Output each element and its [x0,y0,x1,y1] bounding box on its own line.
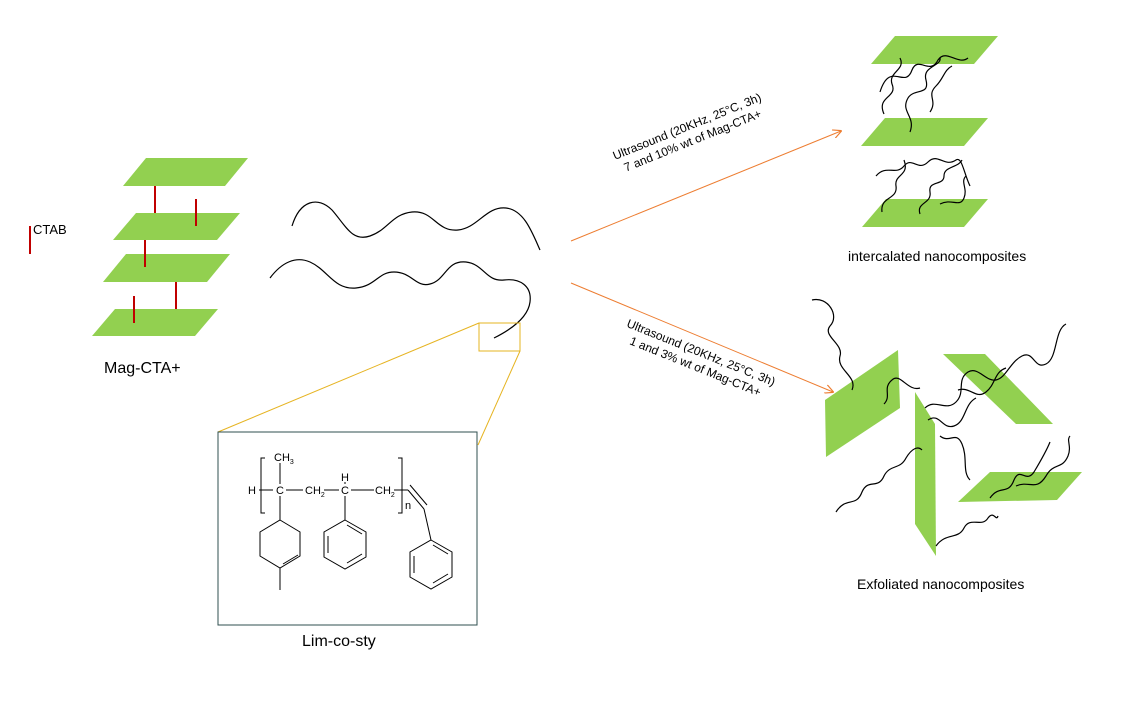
exfoliated-chain [835,447,923,513]
intercalated-chain [939,175,967,205]
clay-sheet [113,213,240,240]
ctab-label: CTAB [33,222,67,237]
zoom-guide-line [217,322,480,433]
polymer-chain [291,201,541,251]
clay-sheet [915,392,936,556]
repeat-unit-n: n [405,500,411,512]
exfoliated-chain [989,441,1051,499]
aromatic-bond [432,544,449,555]
arrow-to-intercalated [570,131,841,242]
copolymer-chains [269,201,541,339]
mag-cta-stack [92,158,248,336]
aromatic-bond [432,573,449,584]
ring-double-bond [282,554,299,565]
clay-sheet [862,199,988,227]
intercalated-chain [905,57,941,133]
benzene-ring [409,539,453,590]
zoom-guide-line [477,350,521,446]
zoom-box [478,322,521,352]
exfoliated-chain [1015,435,1071,487]
mag-cta-label: Mag-CTA+ [104,360,181,377]
methyl-label: CH3 [274,452,294,466]
intercalated-chain [881,57,902,115]
exfoliated-chain [883,377,921,405]
methylene-label: CH2 [375,485,395,499]
intercalated-chain [918,159,963,215]
intercalated-structure [861,36,998,227]
exfoliated-structure [811,298,1082,556]
arrow-to-exfoliated [570,282,833,392]
clay-sheet [871,36,998,64]
intercalated-chain [879,55,969,93]
clay-sheet [943,354,1053,424]
clay-sheet [92,309,218,336]
exfoliated-chain [957,367,1007,396]
clay-sheet [123,158,248,186]
aromatic-bond [346,524,363,535]
carbon-label: C [341,485,349,497]
methylene-label: CH2 [305,485,325,499]
clay-sheet [825,350,900,457]
h-end-label: H [248,485,256,497]
h-label: H [341,472,349,484]
benzene-ring [323,519,367,570]
exfoliated-chain [924,323,1067,409]
aromatic-bond [346,553,363,564]
exfoliated-chain [927,397,977,428]
intercalated-chain [875,158,971,187]
bond [407,489,425,510]
right-bracket [398,457,403,514]
exfoliated-chain [935,514,999,547]
lim-co-sty-structure [259,457,453,590]
exfoliated-label: Exfoliated nanocomposites [857,576,1024,592]
clay-sheet [103,254,230,282]
exfoliated-chain [811,298,854,391]
polymer-chain [269,259,531,339]
intercalated-label: intercalated nanocomposites [848,248,1026,264]
double-bond [409,484,428,506]
exfoliated-chain [939,435,971,481]
intercalated-chain [881,159,906,213]
clay-sheet [958,472,1082,502]
structure-box [217,431,478,626]
bond [423,508,432,541]
left-bracket [260,457,265,514]
carbon-label: C [276,485,284,497]
clay-sheet [861,118,988,146]
copolymer-label: Lim-co-sty [302,633,376,650]
intercalated-chain [929,65,953,113]
